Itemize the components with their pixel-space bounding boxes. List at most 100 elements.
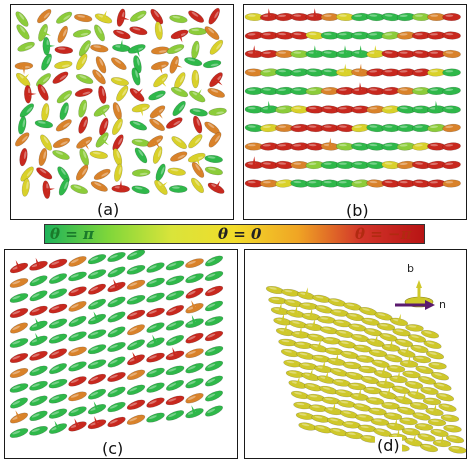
ellipsoid-d — [281, 288, 300, 297]
ellipsoid-c — [87, 344, 107, 355]
ellipsoid-c — [48, 303, 68, 314]
ellipsoid-c — [107, 326, 126, 338]
ellipsoid-a — [131, 185, 150, 195]
ellipsoid-d — [425, 351, 445, 360]
ellipsoid-c — [205, 255, 223, 267]
ellipsoid-c — [146, 292, 165, 303]
ellipsoid-c — [126, 250, 146, 261]
ellipsoid-b — [427, 142, 446, 151]
ellipsoid-c — [68, 391, 87, 402]
ellipsoid-d — [301, 308, 321, 321]
ellipsoid-b — [351, 105, 370, 114]
ellipsoid-b — [290, 160, 309, 170]
ellipsoid-b — [259, 160, 279, 170]
ellipsoid-b — [335, 45, 355, 59]
ellipsoid-b — [275, 12, 294, 22]
ellipsoid-a — [131, 138, 150, 147]
ellipsoid-d — [381, 339, 401, 352]
ellipsoid-a — [151, 46, 170, 55]
colorbar-right-label: θ = −π — [355, 225, 412, 243]
ellipsoid-a — [116, 85, 129, 102]
ellipsoid-a — [70, 184, 88, 195]
ellipsoid-b — [381, 86, 401, 96]
ellipsoid-a — [167, 167, 186, 176]
ellipsoid-c — [165, 275, 185, 286]
ellipsoid-d — [347, 382, 367, 391]
ellipsoid-d — [428, 361, 447, 370]
ellipsoid-b — [335, 142, 355, 151]
ellipsoid-a — [24, 84, 37, 104]
ellipsoid-a — [172, 100, 186, 117]
ellipsoid-d — [350, 334, 370, 342]
ellipsoid-d — [317, 316, 336, 324]
ellipsoid-d — [376, 376, 395, 389]
ellipsoid-a — [188, 10, 205, 23]
ellipsoid-a — [134, 147, 148, 164]
ellipsoid-b — [381, 105, 401, 114]
ellipsoid-d — [422, 397, 442, 406]
ellipsoid-a — [204, 155, 223, 163]
ellipsoid-d — [298, 362, 318, 370]
ellipsoid-d — [319, 326, 339, 335]
ellipsoid-a — [114, 163, 123, 182]
ellipsoid-a — [55, 119, 72, 132]
ellipsoid-b — [411, 68, 431, 77]
ellipsoid-b — [320, 105, 340, 114]
ellipsoid-c — [29, 365, 48, 376]
ellipsoid-d — [407, 387, 426, 400]
ellipsoid-a — [38, 23, 52, 42]
ellipsoid-c — [68, 376, 87, 387]
ellipsoid-b — [290, 142, 309, 151]
ellipsoid-c — [87, 388, 107, 400]
ellipsoid-a — [112, 39, 131, 52]
ellipsoid-a — [57, 166, 70, 183]
ellipsoid-b — [351, 123, 370, 133]
ellipsoid-c — [107, 296, 126, 308]
ellipsoid-d — [327, 353, 346, 366]
ellipsoid-a — [94, 24, 105, 42]
ellipsoid-a — [56, 90, 73, 104]
ellipsoid-a — [75, 164, 89, 181]
ellipsoid-d — [410, 344, 429, 353]
ellipsoid-c — [185, 363, 204, 374]
ellipsoid-b — [351, 142, 370, 151]
ellipsoid-a — [147, 135, 164, 149]
ellipsoid-c — [165, 260, 185, 271]
ellipsoid-a — [171, 136, 187, 150]
ellipsoid-c — [185, 332, 204, 344]
ellipsoid-a — [191, 161, 205, 178]
ellipsoid-a — [112, 148, 123, 167]
ellipsoid-a — [129, 88, 145, 102]
panel-a-label: (a) — [95, 200, 122, 219]
ellipsoid-c — [9, 278, 29, 288]
ellipsoid-a — [154, 21, 163, 40]
ellipsoid-a — [76, 53, 88, 71]
ellipsoid-d — [345, 371, 364, 380]
ellipsoid-c — [146, 397, 165, 408]
ellipsoid-d — [420, 386, 439, 395]
ellipsoid-c — [165, 410, 185, 421]
ellipsoid-d — [360, 375, 380, 385]
ellipsoid-b — [335, 179, 355, 188]
ellipsoid-c — [127, 352, 145, 366]
ellipsoid-a — [78, 40, 91, 57]
ellipsoid-d — [389, 313, 409, 327]
ellipsoid-b — [335, 63, 355, 77]
ellipsoid-a — [52, 150, 70, 160]
ellipsoid-b — [381, 142, 401, 151]
ellipsoid-b — [396, 12, 416, 22]
ellipsoid-a — [112, 118, 123, 136]
ellipsoid-d — [342, 361, 362, 370]
ellipsoid-a — [38, 147, 48, 167]
ellipsoid-a — [18, 116, 27, 135]
ellipsoid-c — [9, 352, 29, 364]
ellipsoid-d — [270, 302, 290, 315]
ellipsoid-d — [420, 330, 440, 339]
ellipsoid-b — [335, 86, 355, 96]
ellipsoid-d — [435, 393, 455, 402]
ellipsoid-b — [351, 82, 370, 96]
ellipsoid-d — [392, 328, 411, 337]
ellipsoid-c — [126, 279, 146, 290]
ellipsoid-c — [185, 348, 204, 359]
ellipsoid-c — [88, 283, 106, 295]
